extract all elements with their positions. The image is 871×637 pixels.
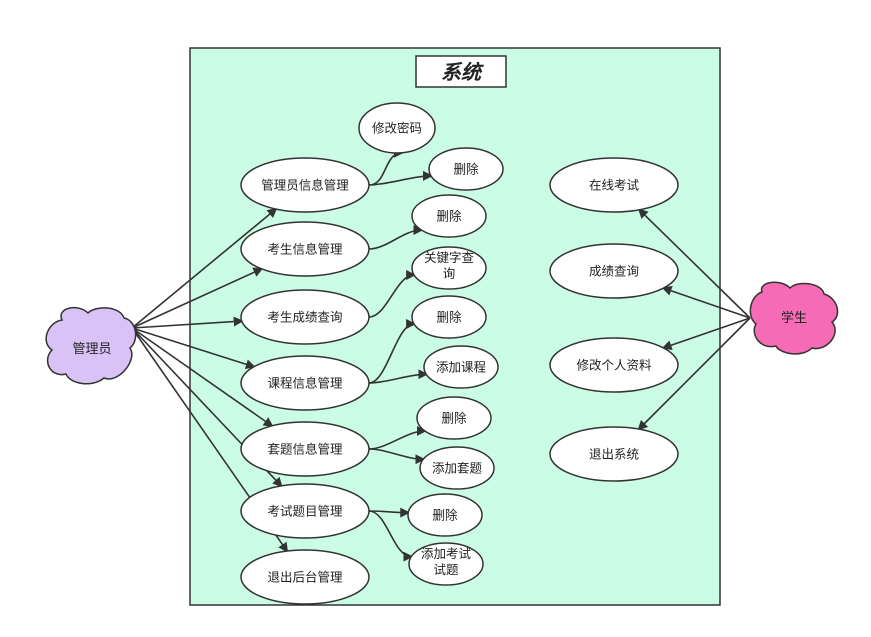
use-case-s3[interactable]: 删除 bbox=[411, 194, 487, 238]
use-case-ellipse bbox=[428, 147, 504, 191]
use-case-ellipse bbox=[240, 221, 370, 277]
use-case-ellipse bbox=[240, 421, 370, 477]
use-case-label: 删除 bbox=[432, 508, 458, 523]
use-case-label: 考试题目管理 bbox=[267, 504, 343, 519]
sub-connector-s2 bbox=[368, 170, 434, 186]
student-connector-st4 bbox=[637, 317, 751, 431]
sub-connector-s10 bbox=[368, 510, 414, 562]
use-case-ellipse bbox=[411, 295, 487, 339]
use-case-label: 退出后台管理 bbox=[267, 570, 343, 585]
sub-connector-s4 bbox=[368, 269, 417, 318]
use-case-label: 修改密码 bbox=[372, 121, 422, 136]
use-case-ellipse bbox=[240, 549, 370, 605]
use-case-st3[interactable]: 修改个人资料 bbox=[549, 337, 679, 393]
actor-student[interactable]: 学生 bbox=[749, 281, 839, 355]
use-case-ellipse bbox=[411, 246, 487, 290]
use-case-label: 成绩查询 bbox=[589, 264, 639, 279]
use-case-label: 课程信息管理 bbox=[267, 376, 343, 391]
use-case-label: 考生信息管理 bbox=[267, 242, 343, 257]
use-case-ellipse bbox=[411, 194, 487, 238]
use-case-ellipse bbox=[416, 396, 492, 440]
use-case-s8[interactable]: 添加套题 bbox=[419, 446, 495, 490]
admin-connector-uc1 bbox=[131, 207, 278, 329]
sub-connector-s3 bbox=[368, 225, 424, 250]
use-case-label: 在线考试 bbox=[589, 178, 640, 193]
student-connector-st2 bbox=[661, 285, 751, 319]
use-case-uc5[interactable]: 套题信息管理 bbox=[240, 421, 370, 477]
student-cloud-shape bbox=[749, 281, 839, 355]
use-case-label: 退出系统 bbox=[589, 447, 639, 462]
admin-cloud-shape bbox=[45, 306, 137, 385]
use-case-s5[interactable]: 删除 bbox=[411, 295, 487, 339]
use-case-uc1[interactable]: 管理员信息管理 bbox=[240, 157, 370, 213]
use-case-ellipse bbox=[240, 483, 370, 539]
use-case-ellipse bbox=[240, 289, 370, 345]
use-case-s1[interactable]: 修改密码 bbox=[358, 102, 436, 154]
use-case-ellipse bbox=[419, 446, 495, 490]
system-title: 系统 bbox=[441, 60, 484, 84]
use-case-ellipse bbox=[407, 493, 483, 537]
use-case-uc4[interactable]: 课程信息管理 bbox=[240, 355, 370, 411]
use-case-ellipse bbox=[549, 157, 679, 213]
admin-connector-uc2 bbox=[131, 267, 264, 329]
use-case-s7[interactable]: 删除 bbox=[416, 396, 492, 440]
use-case-ellipse bbox=[549, 337, 679, 393]
sub-connector-s8 bbox=[368, 448, 426, 465]
use-case-label: 考生成绩查询 bbox=[267, 310, 342, 325]
use-case-s6[interactable]: 添加课程 bbox=[423, 345, 499, 389]
use-case-ellipse bbox=[358, 102, 436, 154]
use-cases: 管理员信息管理考生信息管理考生成绩查询课程信息管理套题信息管理考试题目管理退出后… bbox=[240, 102, 679, 605]
use-case-label: 删除 bbox=[436, 209, 462, 224]
student-connector-st3 bbox=[661, 317, 751, 351]
use-case-ellipse bbox=[240, 355, 370, 411]
admin-connector-uc3 bbox=[131, 316, 244, 329]
use-case-ellipse bbox=[240, 157, 370, 213]
system-title-box bbox=[415, 55, 507, 88]
use-case-label: 添加课程 bbox=[436, 360, 487, 375]
sub-connector-s5 bbox=[368, 319, 417, 384]
use-case-uc3[interactable]: 考生成绩查询 bbox=[240, 289, 370, 345]
use-case-label-line: 试题 bbox=[433, 562, 459, 577]
admin-connector-uc4 bbox=[131, 327, 256, 370]
use-case-label-line: 关键字查 bbox=[424, 250, 475, 265]
use-case-label: 删除 bbox=[453, 162, 479, 177]
use-case-uc6[interactable]: 考试题目管理 bbox=[240, 483, 370, 539]
actor-admin-label: 管理员 bbox=[72, 342, 111, 357]
connectors bbox=[131, 147, 751, 562]
use-case-s9[interactable]: 删除 bbox=[407, 493, 483, 537]
use-case-label: 管理员信息管理 bbox=[261, 178, 349, 193]
use-case-label: 删除 bbox=[441, 411, 467, 426]
use-case-ellipse bbox=[549, 243, 679, 299]
use-case-ellipse bbox=[423, 345, 499, 389]
actor-student-label: 学生 bbox=[781, 310, 807, 326]
use-case-uc7[interactable]: 退出后台管理 bbox=[240, 549, 370, 605]
actor-admin[interactable]: 管理员 bbox=[45, 306, 137, 385]
use-case-label: 套题信息管理 bbox=[267, 442, 343, 457]
use-case-ellipse bbox=[408, 542, 484, 586]
use-case-s2[interactable]: 删除 bbox=[428, 147, 504, 191]
sub-connector-s6 bbox=[368, 369, 429, 384]
admin-connector-uc5 bbox=[131, 327, 274, 428]
use-case-label-line: 询 bbox=[443, 266, 456, 281]
use-case-st4[interactable]: 退出系统 bbox=[549, 426, 679, 482]
use-case-uc2[interactable]: 考生信息管理 bbox=[240, 221, 370, 277]
use-case-st2[interactable]: 成绩查询 bbox=[549, 243, 679, 299]
student-connector-st1 bbox=[637, 208, 751, 319]
use-case-label-line: 添加考试 bbox=[421, 546, 472, 561]
use-case-st1[interactable]: 在线考试 bbox=[549, 157, 679, 213]
use-case-label: 删除 bbox=[436, 310, 462, 325]
use-case-label: 修改个人资料 bbox=[576, 358, 652, 373]
use-case-label: 添加套题 bbox=[432, 461, 483, 476]
use-case-ellipse bbox=[549, 426, 679, 482]
